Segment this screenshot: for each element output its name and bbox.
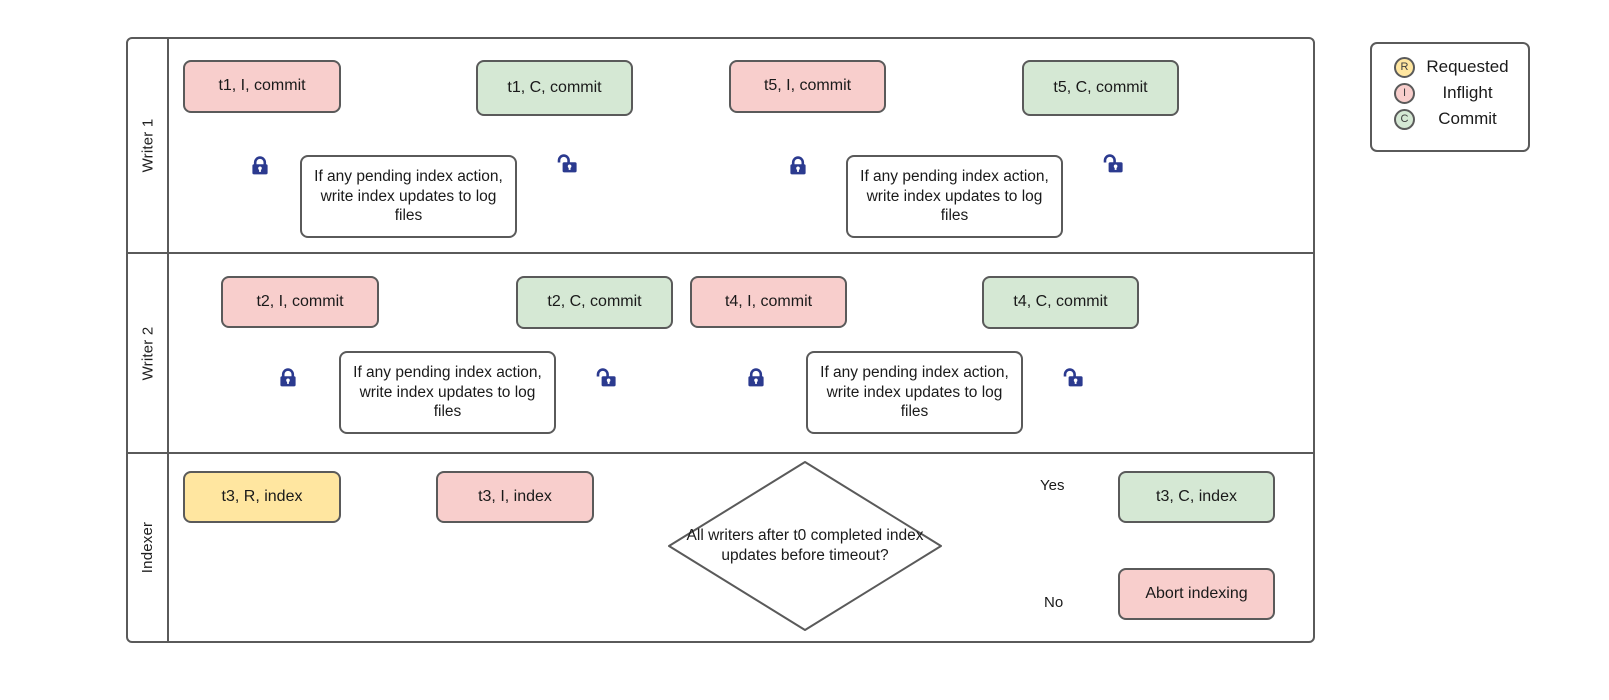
lane-label-writer1: Writer 1 — [139, 118, 156, 173]
node-w2-t2-commit[interactable]: t2, C, commit — [516, 276, 673, 329]
lock-open-icon — [556, 153, 578, 175]
lock-closed-icon — [249, 155, 271, 177]
node-w1-t5-inflight[interactable]: t5, I, commit — [729, 60, 886, 113]
edge-label-no: No — [1044, 594, 1064, 611]
legend-item-inflight: I Inflight — [1372, 80, 1528, 106]
legend-item-requested: R Requested — [1372, 54, 1528, 80]
edge-label-yes: Yes — [1040, 477, 1065, 494]
legend-badge-requested-icon: R — [1394, 56, 1415, 78]
node-w1-note-left[interactable]: If any pending index action, write index… — [300, 155, 517, 238]
lane-label-indexer: Indexer — [139, 521, 156, 574]
node-w2-t4-inflight[interactable]: t4, I, commit — [690, 276, 847, 328]
lane-label-writer2: Writer 2 — [139, 326, 156, 380]
lane-indexer: Indexer — [128, 452, 1313, 641]
node-ix-t3-requested[interactable]: t3, R, index — [183, 471, 341, 523]
node-w2-note-left[interactable]: If any pending index action, write index… — [339, 351, 556, 434]
node-ix-t3-inflight[interactable]: t3, I, index — [436, 471, 594, 523]
lane-writer1: Writer 1 — [128, 39, 1313, 252]
legend-label-commit: Commit — [1438, 109, 1497, 128]
lock-closed-icon — [745, 367, 767, 389]
node-w2-note-right[interactable]: If any pending index action, write index… — [806, 351, 1023, 434]
legend-label-inflight: Inflight — [1442, 83, 1493, 102]
legend-badge-commit-icon: C — [1394, 108, 1415, 130]
node-ix-decision[interactable]: All writers after t0 completed index upd… — [665, 458, 945, 634]
lane-header-writer1: Writer 1 — [128, 39, 169, 252]
legend-item-commit: C Commit — [1372, 106, 1528, 132]
lock-closed-icon — [277, 367, 299, 389]
node-w1-t5-commit[interactable]: t5, C, commit — [1022, 60, 1179, 116]
node-ix-abort[interactable]: Abort indexing — [1118, 568, 1275, 620]
lock-closed-icon — [787, 155, 809, 177]
legend-label-requested: Requested — [1426, 57, 1509, 76]
legend-badge-inflight-icon: I — [1394, 82, 1415, 104]
lane-writer2: Writer 2 — [128, 252, 1313, 452]
node-w2-t2-inflight[interactable]: t2, I, commit — [221, 276, 379, 328]
node-ix-t3-commit[interactable]: t3, C, index — [1118, 471, 1275, 523]
node-w2-t4-commit[interactable]: t4, C, commit — [982, 276, 1139, 329]
lane-header-writer2: Writer 2 — [128, 254, 169, 452]
node-w1-t1-inflight[interactable]: t1, I, commit — [183, 60, 341, 113]
lane-header-indexer: Indexer — [128, 454, 169, 641]
node-w1-t1-commit[interactable]: t1, C, commit — [476, 60, 633, 116]
lock-open-icon — [1102, 153, 1124, 175]
node-w1-note-right[interactable]: If any pending index action, write index… — [846, 155, 1063, 238]
lock-open-icon — [1062, 367, 1084, 389]
lock-open-icon — [595, 367, 617, 389]
legend-box: R Requested I Inflight C Commit — [1370, 42, 1530, 152]
